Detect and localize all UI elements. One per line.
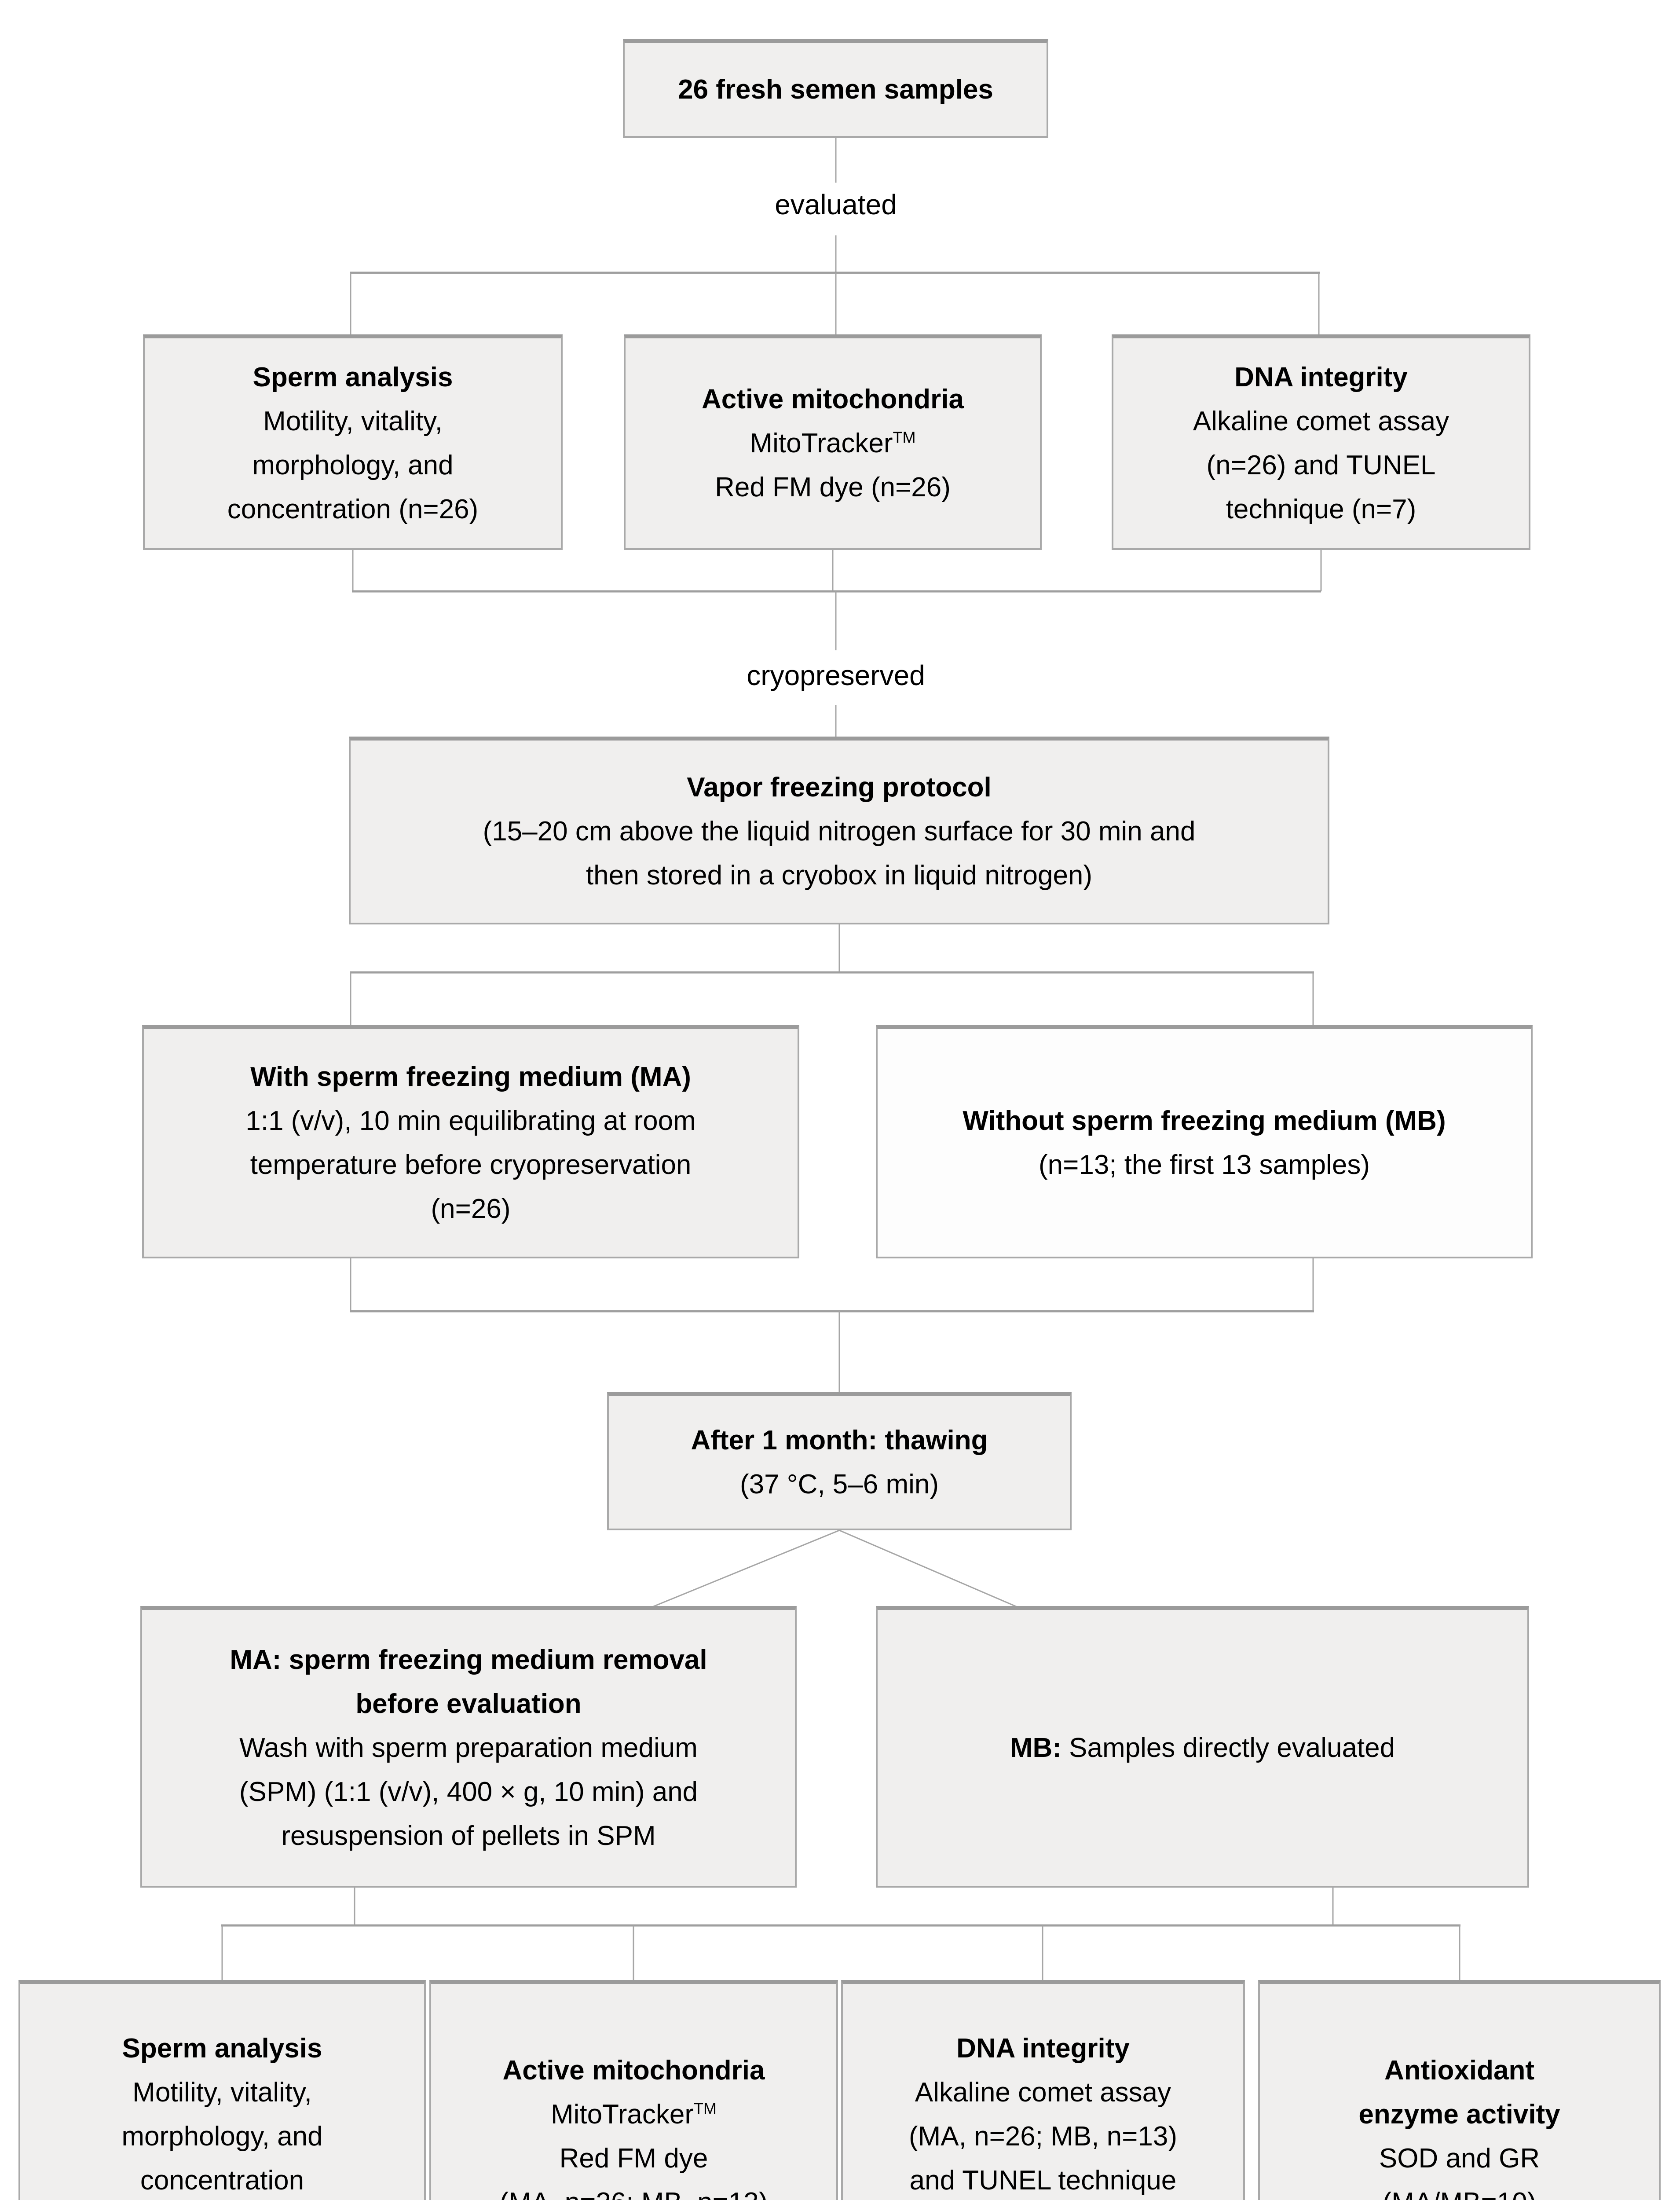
box-title: Active mitochondria <box>502 2055 765 2086</box>
box-fresh-sperm-analysis: Sperm analysis Motility, vitality, morph… <box>143 334 563 550</box>
box-title: Sperm analysis <box>253 362 453 392</box>
box-with-freezing-medium-ma: With sperm freezing medium (MA) 1:1 (v/v… <box>142 1025 799 1258</box>
box-title: Vapor freezing protocol <box>687 772 992 803</box>
box-fresh-samples-title: 26 fresh semen samples <box>678 74 993 105</box>
box-title: DNA integrity <box>1234 362 1408 392</box>
box-final-antioxidant-enzyme: Antioxidant enzyme activity SOD and GR (… <box>1258 1980 1661 2200</box>
box-title: After 1 month: thawing <box>691 1425 988 1456</box>
trademark-superscript: TM <box>893 428 916 446</box>
box-title: Active mitochondria <box>702 384 964 414</box>
box-mb-directly-evaluated: MB: Samples directly evaluated <box>876 1606 1529 1888</box>
box-body: (37 °C, 5–6 min) <box>739 1469 939 1500</box>
box-ma-medium-removal: MA: sperm freezing medium removal before… <box>140 1606 797 1888</box>
box-body: Red FM dye (n=26) <box>715 472 951 502</box>
edge-label-cryopreserved: cryopreserved <box>747 660 925 691</box>
box-brand-line: MitoTrackerTM <box>750 422 916 466</box>
connector-diagonal-mb <box>839 1529 1018 1608</box>
box-final-sperm-analysis: Sperm analysis Motility, vitality, morph… <box>18 1980 426 2200</box>
box-body: (15–20 cm above the liquid nitrogen surf… <box>483 816 1196 891</box>
box-body: SOD and GR (MA/MB=10) <box>1379 2143 1540 2200</box>
box-body: Motility, vitality, morphology, and conc… <box>121 2077 323 2196</box>
brand-name: MitoTracker <box>551 2099 694 2130</box>
box-fresh-active-mitochondria: Active mitochondria MitoTrackerTM Red FM… <box>624 334 1042 550</box>
box-fresh-samples: 26 fresh semen samples <box>623 39 1048 138</box>
box-title: Sperm analysis <box>122 2033 322 2064</box>
connector-diagonal-ma <box>652 1529 840 1608</box>
box-body: MB: Samples directly evaluated <box>1010 1726 1395 1770</box>
box-title: With sperm freezing medium (MA) <box>250 1061 691 1092</box>
box-body: 1:1 (v/v), 10 min equilibrating at room … <box>245 1105 696 1224</box>
box-brand-line: MitoTrackerTM <box>551 2093 717 2137</box>
box-body: (n=13; the first 13 samples) <box>1039 1149 1370 1180</box>
box-title: DNA integrity <box>956 2033 1130 2064</box>
box-title: MA: sperm freezing medium removal before… <box>230 1644 707 1719</box>
box-body: Motility, vitality, morphology, and conc… <box>227 406 479 524</box>
box-without-freezing-medium-mb: Without sperm freezing medium (MB) (n=13… <box>876 1025 1533 1258</box>
box-vapor-freezing: Vapor freezing protocol (15–20 cm above … <box>349 737 1329 924</box>
box-body: Alkaline comet assay (MA, n=26; MB, n=13… <box>909 2077 1177 2196</box>
box-body: Red FM dye (MA, n=26; MB, n=13) <box>500 2143 768 2200</box>
box-body: Wash with sperm preparation medium (SPM)… <box>239 1732 698 1851</box>
box-title: Antioxidant enzyme activity <box>1358 2055 1560 2130</box>
box-final-dna-integrity: DNA integrity Alkaline comet assay (MA, … <box>841 1980 1245 2200</box>
mb-rest: Samples directly evaluated <box>1061 1732 1395 1763</box>
mb-prefix: MB: <box>1010 1732 1061 1763</box>
trademark-superscript: TM <box>693 2099 717 2117</box>
brand-name: MitoTracker <box>750 428 893 458</box>
box-body: Alkaline comet assay (n=26) and TUNEL te… <box>1193 406 1449 524</box>
box-thawing: After 1 month: thawing (37 °C, 5–6 min) <box>607 1392 1072 1530</box>
box-final-active-mitochondria: Active mitochondria MitoTrackerTM Red FM… <box>429 1980 838 2200</box>
edge-label-evaluated: evaluated <box>775 189 897 220</box>
box-fresh-dna-integrity: DNA integrity Alkaline comet assay (n=26… <box>1112 334 1530 550</box>
box-title: Without sperm freezing medium (MB) <box>963 1105 1446 1136</box>
